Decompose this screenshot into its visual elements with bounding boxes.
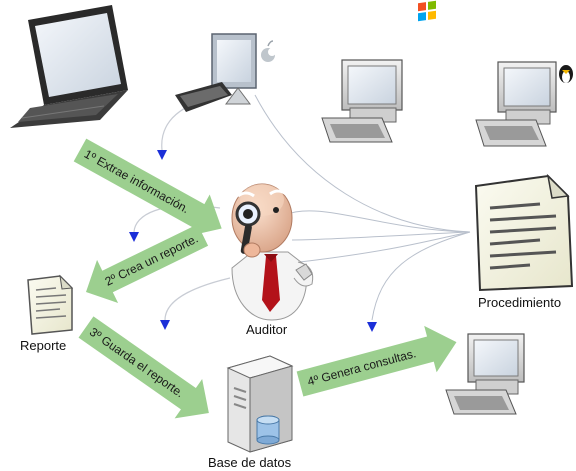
mac-computer-icon [175, 33, 257, 112]
step3-arrow: 3º Guarda el reporte. [78, 316, 209, 419]
windows-logo-icon [418, 0, 436, 22]
database-server-icon [226, 355, 294, 453]
pointer-heads [129, 150, 377, 332]
procedure-connectors [254, 94, 471, 321]
auditor-label: Auditor [246, 322, 288, 337]
auditor-character-icon [231, 183, 314, 321]
linux-penguin-icon [559, 65, 573, 83]
step2-arrow: 2º Crea un reporte. [86, 224, 209, 304]
report-document-icon [27, 274, 74, 335]
procedure-document-icon [474, 173, 574, 292]
step3-label: 3º Guarda el reporte. [87, 325, 187, 401]
apple-logo-icon [261, 40, 276, 62]
step1-arrow: 1º Extrae información. [73, 138, 222, 237]
step1-label: 1º Extrae información. [82, 147, 192, 216]
windows-computer-icon [321, 59, 403, 143]
linux-computer-icon [475, 61, 557, 147]
procedure-label: Procedimiento [478, 295, 561, 310]
step2-label: 2º Crea un reporte. [103, 231, 201, 288]
step4-arrow: 4º Genera consultas. [296, 325, 457, 397]
report-label: Reporte [20, 338, 66, 353]
database-label: Base de datos [208, 455, 292, 470]
laptop-icon [10, 5, 128, 128]
client-computer-icon [445, 333, 525, 415]
